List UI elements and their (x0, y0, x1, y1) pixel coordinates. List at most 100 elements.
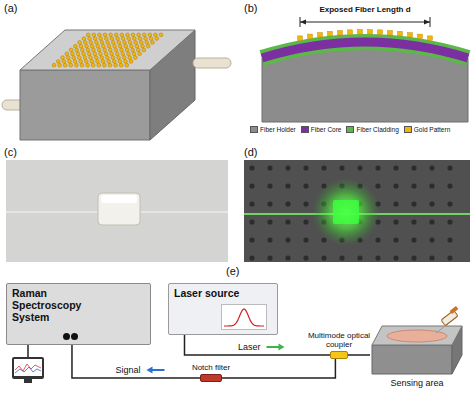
gold-dot (86, 33, 90, 37)
node-label: Laser source (174, 287, 272, 299)
gold-dot (114, 63, 118, 67)
gold-dot (141, 44, 145, 48)
gold-dot (52, 63, 56, 67)
table-hole (321, 165, 326, 170)
pulse-curve (221, 304, 267, 330)
gold-dot (126, 33, 130, 37)
arrow-shaft (151, 369, 165, 371)
port (71, 333, 78, 340)
gold-dot (120, 48, 124, 52)
table-hole (375, 183, 380, 188)
gold-dot (154, 33, 158, 37)
port (63, 333, 70, 340)
node-label: Raman Spectroscopy System (12, 287, 107, 323)
gold-dot (131, 33, 135, 37)
instrument-box: Laser source (168, 283, 278, 335)
table-hole (447, 165, 452, 170)
sensor-block-3d (2, 30, 231, 140)
gold-square (398, 31, 403, 36)
gold-dot (149, 37, 153, 41)
gold-dot (151, 41, 155, 45)
screen (14, 359, 42, 376)
cable (27, 345, 29, 357)
table-hole (411, 219, 416, 224)
gold-dot (69, 63, 73, 67)
table-hole (303, 219, 308, 224)
gold-dot (92, 33, 96, 37)
gold-dot (93, 52, 97, 56)
gold-square (298, 36, 303, 41)
gold-dot (142, 48, 146, 52)
gold-dot (89, 41, 93, 45)
gold-dot (110, 52, 114, 56)
gold-dot (148, 33, 152, 37)
table-hole (249, 237, 254, 242)
table-hole (411, 183, 416, 188)
gold-dot (114, 33, 118, 37)
stand (24, 379, 32, 383)
gold-dot (119, 63, 123, 67)
table-hole (447, 237, 452, 242)
table-hole (249, 165, 254, 170)
gold-dot (100, 56, 104, 60)
block-top (372, 326, 462, 345)
table-hole (321, 255, 326, 260)
gold-dot (136, 48, 140, 52)
gold-dot (90, 60, 94, 64)
table-hole (339, 165, 344, 170)
gold-dot (118, 44, 122, 48)
block-top (20, 30, 195, 70)
table-hole (429, 165, 434, 170)
gold-dot (91, 63, 95, 67)
table-hole (429, 183, 434, 188)
table-hole (339, 255, 344, 260)
gold-dot (124, 44, 128, 48)
gold-dot (100, 41, 104, 45)
legend-swatch (250, 126, 258, 133)
trace (15, 367, 41, 373)
table-hole (285, 237, 290, 242)
gold-dot (80, 48, 84, 52)
gold-dot (97, 48, 101, 52)
gold-square (378, 30, 383, 34)
dimension-label: Exposed Fiber Length d (319, 5, 410, 14)
direction-arrow (267, 344, 285, 351)
table-hole (267, 183, 272, 188)
gold-dot (80, 63, 84, 67)
gold-dot (87, 52, 91, 56)
gold-dot (99, 52, 103, 56)
gold-pattern (298, 30, 433, 41)
legend-label: Gold Pattern (414, 126, 451, 133)
table-hole (429, 237, 434, 242)
node-label: Sensing area (390, 378, 443, 388)
gold-dot (144, 37, 148, 41)
gold-dot (125, 48, 129, 52)
gold-dot (123, 41, 127, 45)
monitor-icon (12, 345, 44, 383)
cross-section (262, 17, 468, 122)
table-hole (429, 201, 434, 206)
gold-square (338, 30, 343, 35)
gold-dot (99, 37, 103, 41)
fiber-connector (348, 354, 370, 356)
gold-dot (89, 56, 93, 60)
gold-dot (114, 48, 118, 52)
node-label: Multimode optical coupler (302, 331, 377, 349)
gold-dot (131, 48, 135, 52)
gold-dot (98, 33, 102, 37)
gold-dot (68, 60, 72, 64)
gold-square (328, 31, 333, 36)
table-hole (393, 165, 398, 170)
gold-dot (97, 63, 101, 67)
instrument-box: Raman Spectroscopy System (6, 283, 151, 345)
gold-dot (66, 56, 70, 60)
legend-label: Fiber Cladding (356, 126, 398, 133)
gold-square (368, 30, 373, 35)
curve-frame (222, 305, 267, 330)
gold-dot (58, 63, 62, 67)
gold-dot (93, 37, 97, 41)
gold-dot (85, 44, 89, 48)
legend-item: Fiber Cladding (346, 126, 398, 133)
gold-dot (96, 60, 100, 64)
gold-dot (127, 37, 131, 41)
